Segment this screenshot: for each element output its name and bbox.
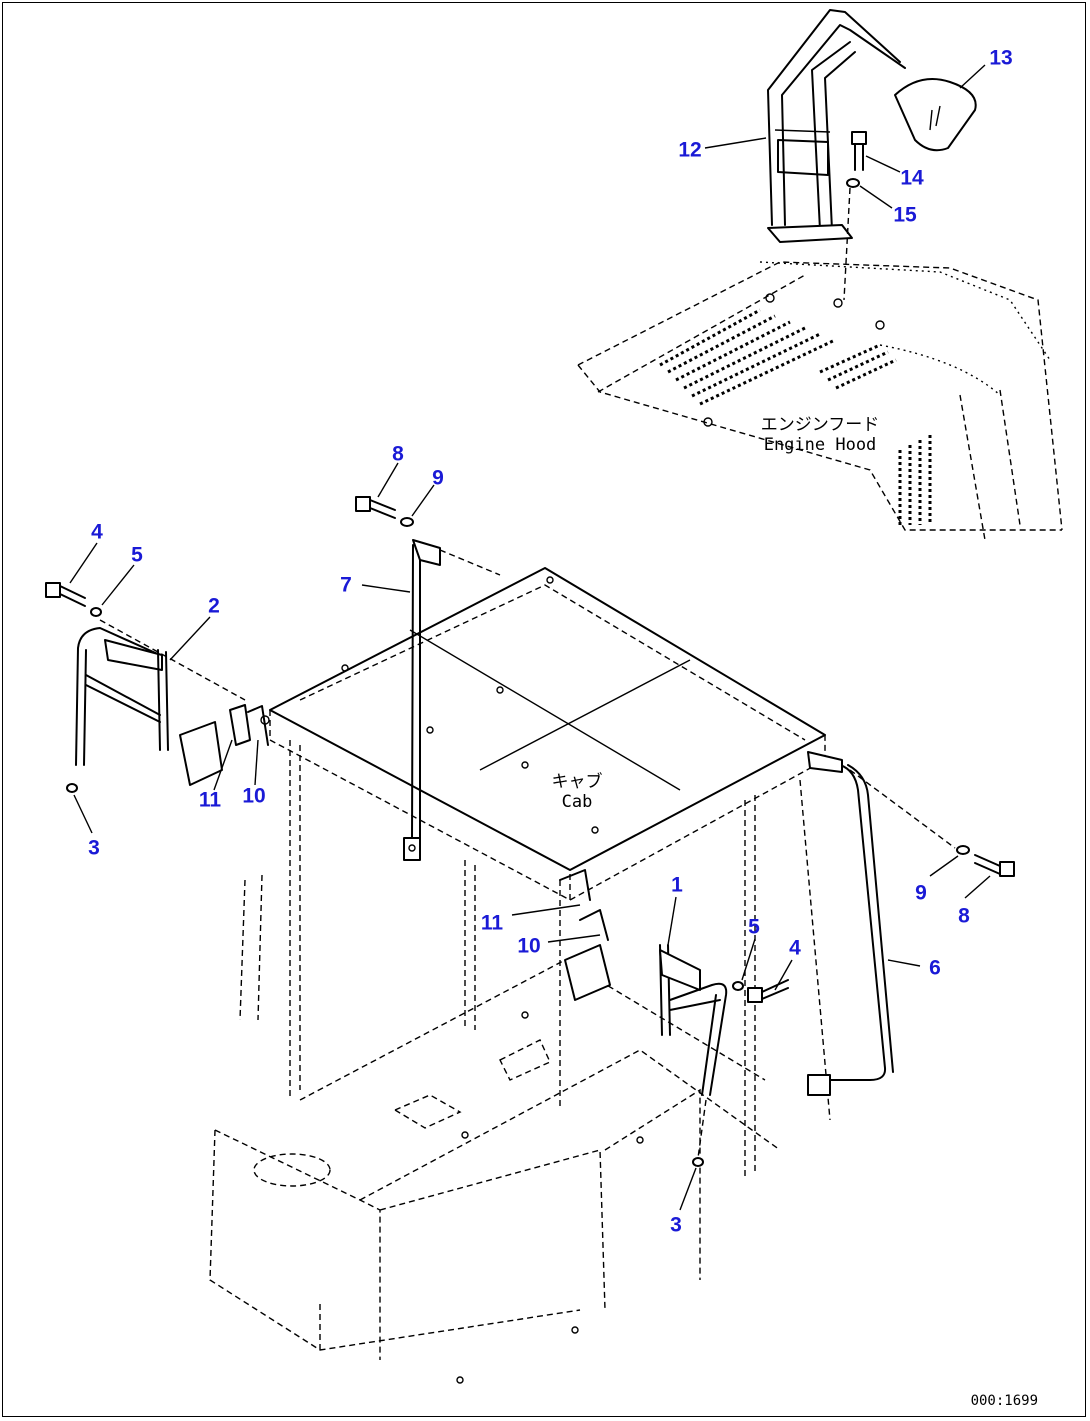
part-15-washer [846, 178, 860, 188]
part-14-bolt [851, 131, 867, 171]
part-2-mount-line [99, 619, 246, 701]
part-6-handrail-right [807, 751, 894, 1096]
callout-3-nut-right[interactable]: 3 [670, 1213, 682, 1237]
part-5-washer-left [90, 607, 102, 617]
callout-13-mirror[interactable]: 13 [989, 46, 1013, 70]
callout-1-bracket-right[interactable]: 1 [671, 873, 683, 897]
callout-11-right[interactable]: 11 [480, 911, 504, 935]
hood-side-vents [898, 435, 932, 525]
engine-hood-label-jp: エンジンフード [760, 415, 880, 435]
part-10-11-lamp-left [179, 704, 270, 786]
engine-hood-label-en: Engine Hood [763, 434, 877, 455]
part-7-handrail [403, 539, 441, 861]
callout-8-bolt-right[interactable]: 8 [958, 904, 970, 928]
cab-label-jp: キャブ [551, 772, 603, 792]
callout-9-washer-right[interactable]: 9 [915, 881, 927, 905]
callout-2-bracket-left[interactable]: 2 [208, 594, 220, 618]
callout-4-bolt-left[interactable]: 4 [91, 520, 103, 544]
callout-12-mirror-stay[interactable]: 12 [678, 138, 702, 162]
callout-9-washer-top[interactable]: 9 [432, 466, 444, 490]
part-1-mirror-bracket-right [659, 944, 728, 1096]
engine-hood [577, 261, 1063, 541]
part-1-mount-line [697, 1099, 707, 1159]
figure-code: 000:1699 [970, 1393, 1038, 1409]
part-6-mount-line [849, 769, 956, 849]
part-9-washer-right [956, 845, 970, 855]
part-8-bolt-right [974, 854, 1015, 877]
callout-11-left[interactable]: 11 [198, 788, 222, 812]
hood-grille [659, 308, 897, 406]
hood-mount-line [843, 187, 851, 301]
part-10-11-lamp-right [559, 869, 611, 1001]
callout-5-washer-right[interactable]: 5 [748, 915, 760, 939]
part-7-mount-line [439, 549, 501, 576]
leader-lines [69, 64, 991, 1211]
callout-4-bolt-right[interactable]: 4 [789, 936, 801, 960]
cab-badge [253, 1153, 331, 1187]
callout-10-right[interactable]: 10 [517, 934, 541, 958]
callout-6-handrail-right[interactable]: 6 [929, 956, 941, 980]
callout-15-washer[interactable]: 15 [893, 203, 917, 227]
engine-hood-label: エンジンフード Engine Hood [760, 415, 880, 455]
part-12-mirror-stay [767, 9, 906, 243]
part-13-mirror [894, 78, 977, 152]
callout-5-washer-left[interactable]: 5 [131, 543, 143, 567]
part-3-nut-left [66, 783, 78, 793]
callout-8-bolt-top[interactable]: 8 [392, 442, 404, 466]
callout-7-handrail[interactable]: 7 [340, 573, 352, 597]
part-8-bolt-top [355, 496, 396, 519]
part-2-mirror-bracket-left [75, 627, 169, 766]
part-4-bolt-left [45, 582, 86, 607]
callout-14-bolt[interactable]: 14 [900, 166, 924, 190]
part-4-bolt-right [747, 979, 789, 1003]
callout-10-left[interactable]: 10 [242, 784, 266, 808]
part-5-washer-right [732, 981, 744, 991]
part-3-nut-right [692, 1157, 704, 1167]
cab-label-en: Cab [561, 791, 593, 812]
callout-3-nut-left[interactable]: 3 [88, 836, 100, 860]
cab-label: キャブ Cab [551, 772, 603, 812]
part-9-washer-top [400, 517, 414, 527]
cab-body [209, 567, 831, 1384]
